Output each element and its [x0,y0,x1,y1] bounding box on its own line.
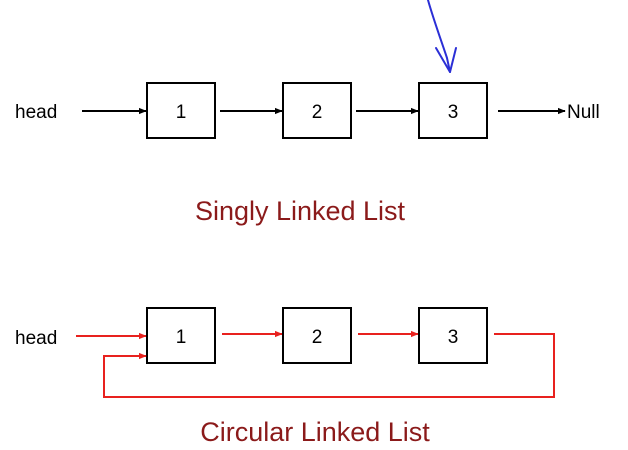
singly-node-1: 1 [146,82,216,139]
singly-node-2: 2 [282,82,352,139]
singly-caption: Singly Linked List [195,196,406,226]
circular-node-2-box [282,307,352,364]
singly-null-label: Null [567,102,600,123]
circular-return-arrow [103,333,555,398]
singly-node-1-box [146,82,216,139]
circular-node-2-value: 2 [312,327,323,348]
singly-head-label: head [15,102,57,123]
singly-node-3-value: 3 [448,102,459,123]
singly-linked-list: head 1 2 3 Null Singly Linked List [15,82,600,226]
hand-drawn-pointer-arrow [427,0,457,73]
singly-node-3: 3 [418,82,488,139]
circular-node-1-box [146,307,216,364]
circular-node-3-value: 3 [448,327,459,348]
circular-node-2: 2 [282,307,352,364]
circular-linked-list: head 1 2 3 Circular Linked List [15,307,555,447]
singly-node-2-value: 2 [312,102,323,123]
circular-node-3: 3 [418,307,488,364]
circular-node-1-value: 1 [176,327,187,348]
circular-head-label: head [15,328,57,349]
singly-node-1-value: 1 [176,102,187,123]
singly-node-3-box [418,82,488,139]
singly-node-2-box [282,82,352,139]
circular-caption: Circular Linked List [200,417,430,447]
circular-node-1: 1 [146,307,216,364]
circular-node-3-box [418,307,488,364]
